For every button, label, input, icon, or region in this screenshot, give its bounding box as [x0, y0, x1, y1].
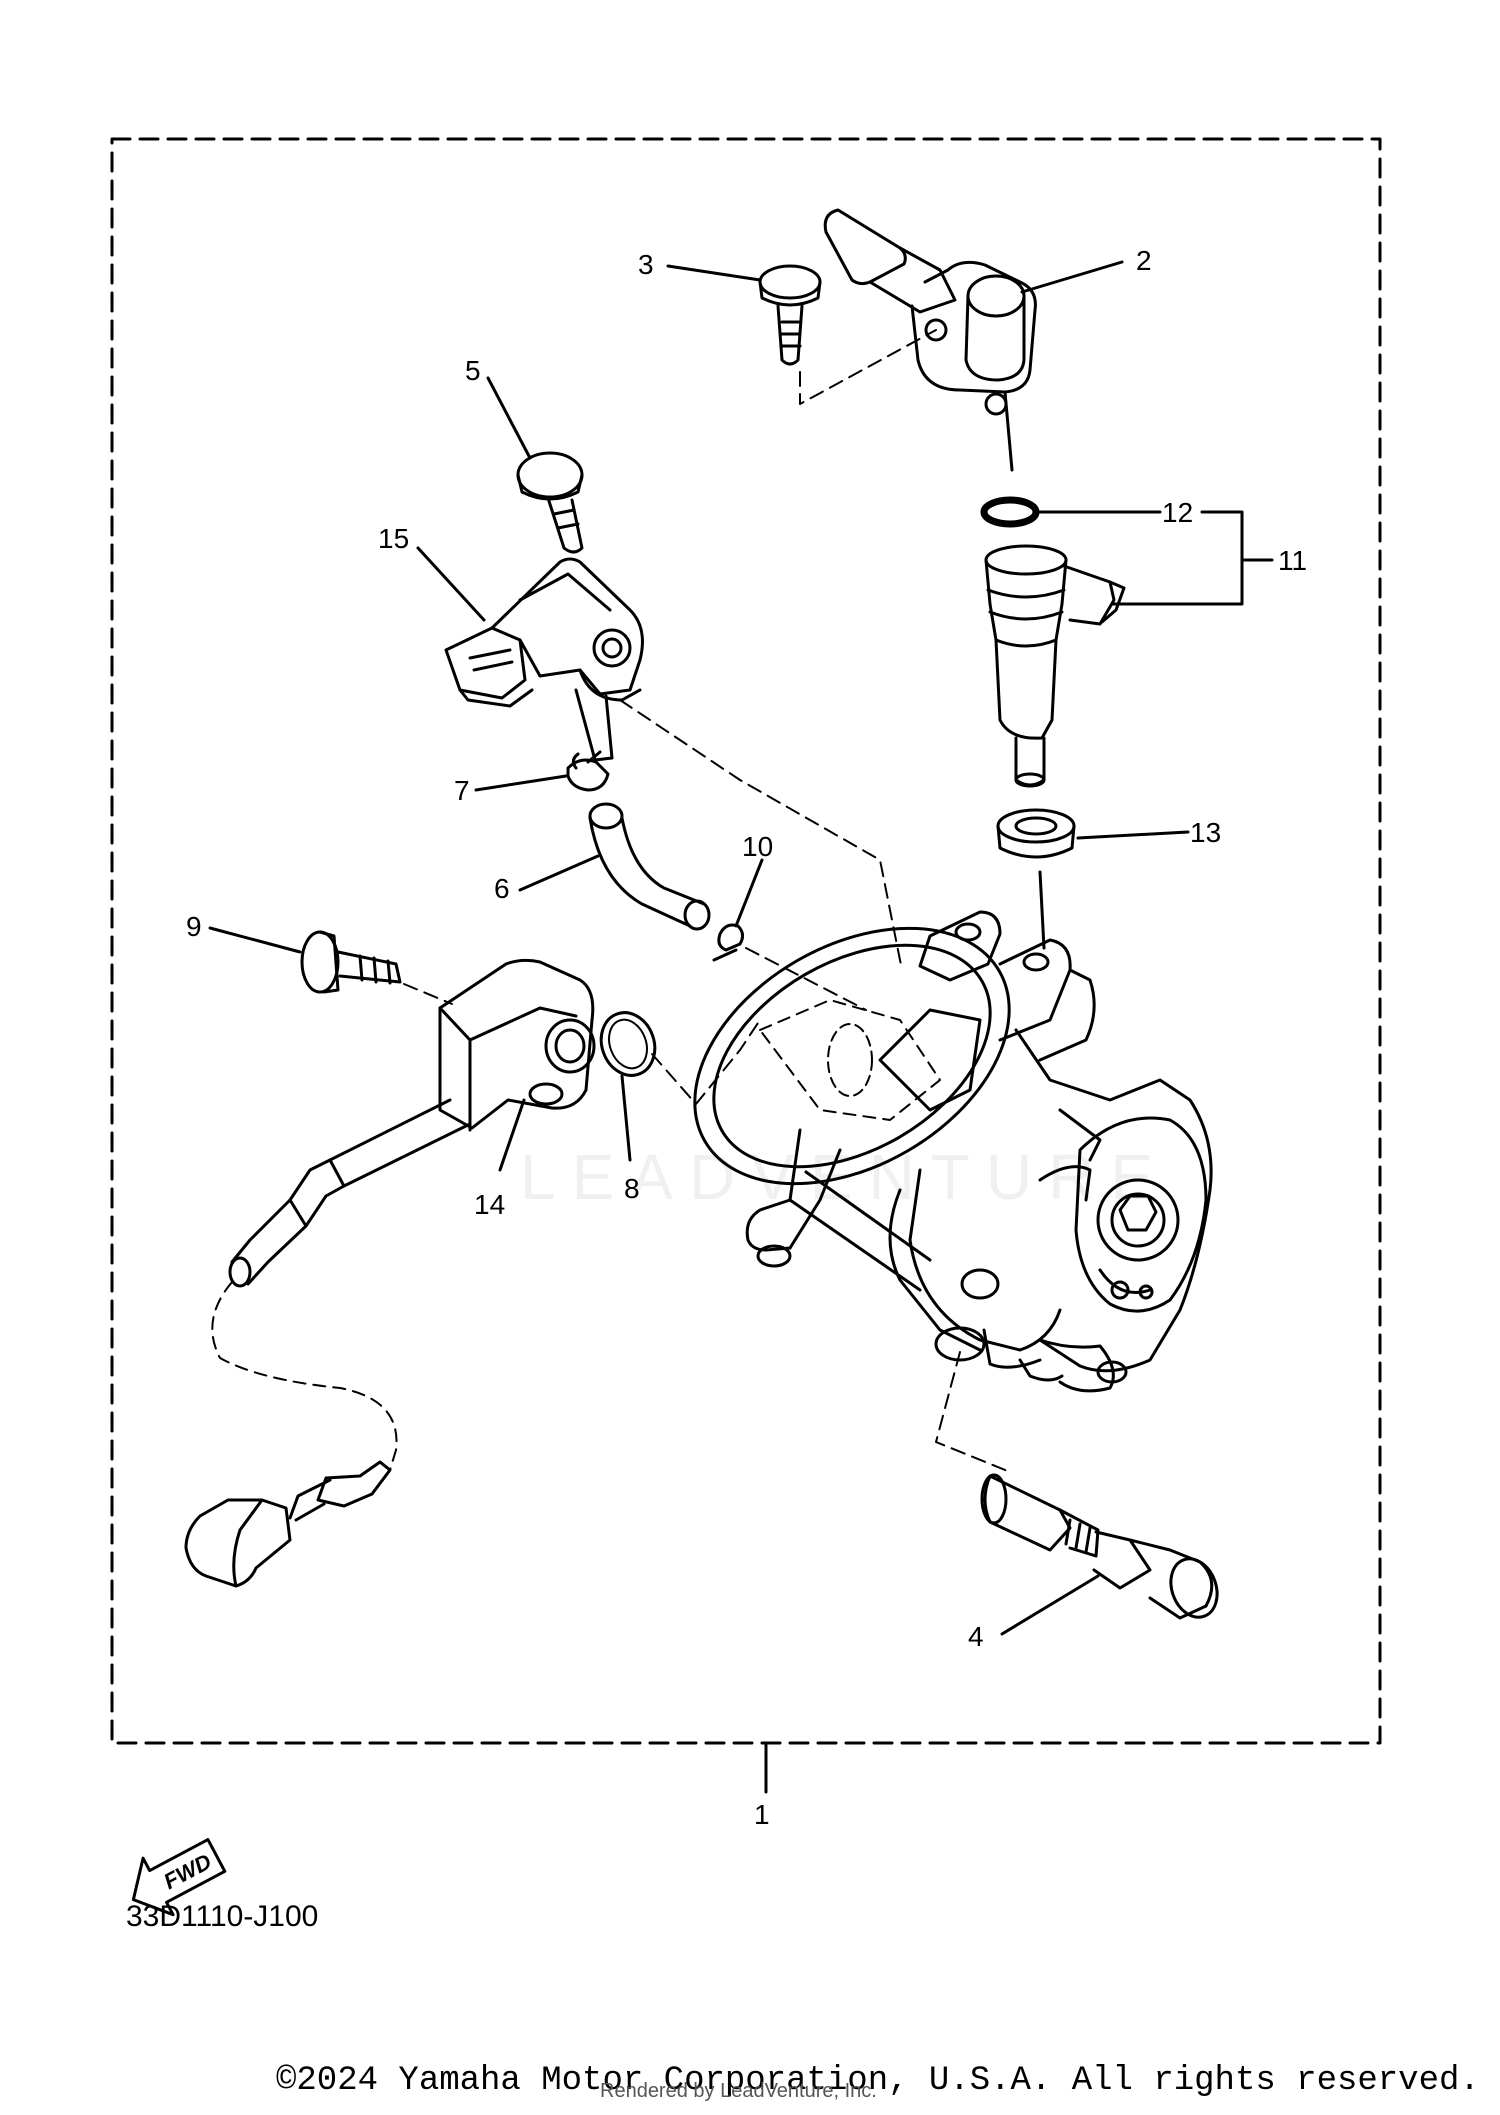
- dashed-8-to-body: [651, 1019, 761, 1105]
- dashed-10-to-body: [745, 947, 867, 1011]
- line-13-to-body: [1038, 870, 1046, 950]
- assembly-boundary: [110, 137, 1382, 1745]
- part-8-o-ring: [599, 1011, 657, 1077]
- leader-10: [734, 858, 764, 928]
- callout-11: 11: [1278, 545, 1307, 576]
- leader-7: [474, 774, 568, 792]
- part-13-seal: [996, 808, 1076, 859]
- callout-3: 3: [638, 249, 654, 280]
- throttle-body: [693, 910, 1213, 1393]
- part-3-bolt: [758, 264, 822, 366]
- part-4-temp-sensor: [980, 1473, 1219, 1620]
- callout-15: 15: [378, 523, 409, 554]
- callout-5: 5: [465, 355, 481, 386]
- callout-13: 13: [1190, 817, 1221, 848]
- callout-7: 7: [454, 775, 470, 806]
- part-9-bolt: [300, 930, 402, 994]
- part-10-clip: [712, 923, 745, 962]
- part-6-vacuum-hose: [588, 802, 711, 931]
- part-14-tps-sensor: [184, 958, 596, 1588]
- part-5-bolt: [516, 451, 584, 554]
- leader-14: [498, 1098, 526, 1172]
- copyright-notice: ©2024 Yamaha Motor Corporation, U.S.A. A…: [276, 2062, 1480, 2100]
- dashed-3-to-2: [799, 329, 937, 405]
- leader-15: [416, 546, 486, 622]
- leader-8: [620, 1074, 632, 1162]
- callout-14: 14: [474, 1189, 505, 1220]
- dashed-4-to-body: [935, 1351, 1011, 1473]
- part-2-hose-joint: [823, 208, 1037, 472]
- callout-4: 4: [968, 1621, 984, 1652]
- callout-9: 9: [186, 911, 202, 942]
- bracket-11: [1110, 510, 1244, 606]
- leader-9: [208, 926, 302, 954]
- leader-6: [518, 854, 600, 892]
- leader-4: [1000, 1574, 1100, 1636]
- part-15-pressure-sensor: [444, 557, 644, 762]
- callout-1: 1: [754, 1799, 770, 1830]
- callout-12: 12: [1162, 497, 1193, 528]
- part-7-clip: [566, 750, 610, 792]
- drawing-code: 33D1110-J100: [126, 1900, 319, 1933]
- dashed-9-to-14: [403, 983, 453, 1005]
- leader-2: [1020, 260, 1124, 294]
- part-12-o-ring: [980, 496, 1040, 528]
- leader-13: [1076, 830, 1190, 840]
- fwd-label: FWD: [160, 1849, 216, 1895]
- callout-8: 8: [624, 1173, 640, 1204]
- dashed-15-to-body: [619, 699, 903, 971]
- callout-6: 6: [494, 873, 510, 904]
- rendered-by-notice: Rendered by LeadVenture, Inc.: [600, 2080, 877, 2102]
- callout-2: 2: [1136, 245, 1152, 276]
- leader-5: [486, 376, 532, 460]
- leader-3: [666, 264, 762, 282]
- callout-10: 10: [742, 831, 773, 862]
- part-11-injector: [984, 544, 1126, 788]
